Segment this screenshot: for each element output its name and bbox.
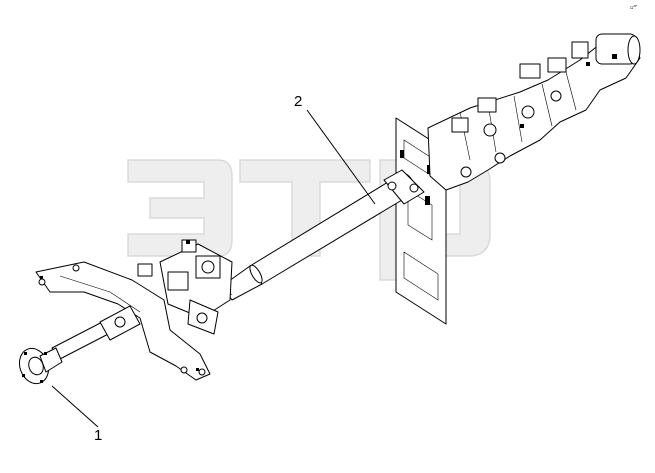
center-gearbox	[137, 239, 233, 335]
callout-2: 2	[294, 93, 376, 205]
callout-label-1: 1	[94, 427, 102, 444]
cardan-shaft	[213, 169, 425, 305]
front-shaft	[51, 305, 141, 361]
leader-line-1	[51, 385, 99, 428]
leader-line-2	[306, 109, 376, 205]
flange-coupling	[18, 347, 63, 385]
corner-mark: ▫ᵈᴾ	[630, 5, 637, 11]
frame-bracket	[35, 261, 211, 381]
gearbox-assembly	[427, 33, 641, 191]
callout-label-2: 2	[294, 93, 302, 110]
callout-1: 1	[51, 385, 102, 444]
